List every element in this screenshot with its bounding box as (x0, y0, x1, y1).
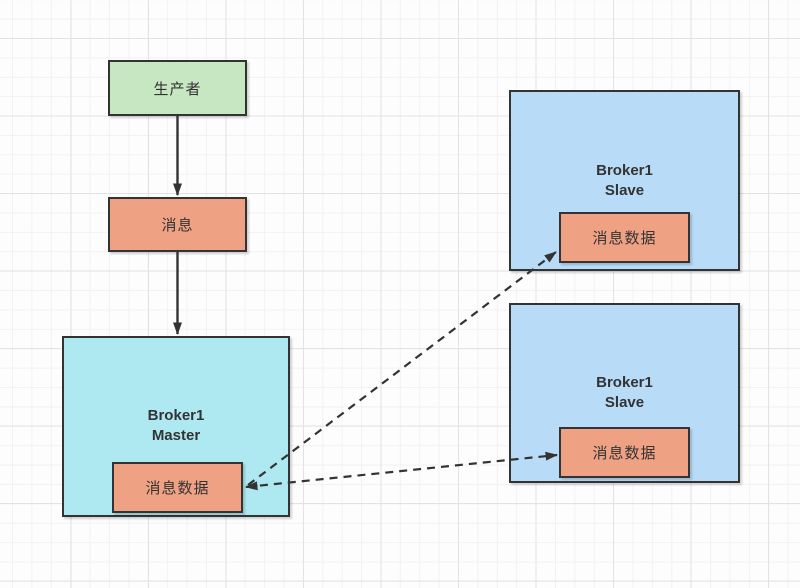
broker1-master-title-line1: Broker1 (147, 407, 205, 424)
broker1-master-data-node[interactable]: 消息数据 (112, 462, 243, 513)
broker1-slave1-data-node[interactable]: 消息数据 (559, 212, 690, 263)
broker1-slave2-node[interactable]: Broker1 Slave 消息数据 (509, 303, 740, 483)
producer-node[interactable]: 生产者 (108, 60, 247, 116)
broker1-slave2-data-node[interactable]: 消息数据 (559, 427, 690, 478)
broker1-master-data-label: 消息数据 (145, 480, 210, 497)
broker1-slave2-title-line2: Slave (604, 394, 645, 411)
broker1-slave1-node[interactable]: Broker1 Slave 消息数据 (509, 90, 740, 271)
broker1-slave1-title-line1: Broker1 (596, 162, 653, 179)
producer-label: 生产者 (153, 80, 202, 98)
broker1-slave1-title: Broker1 Slave (511, 161, 738, 201)
broker1-slave1-data-label: 消息数据 (592, 230, 657, 247)
message-label: 消息 (161, 217, 194, 234)
broker1-master-title-line2: Master (151, 427, 201, 444)
broker1-slave2-title: Broker1 Slave (511, 373, 738, 413)
broker1-master-title: Broker1 Master (64, 406, 288, 446)
message-node[interactable]: 消息 (108, 197, 247, 252)
broker1-master-node[interactable]: Broker1 Master 消息数据 (62, 336, 290, 517)
broker1-slave2-title-line1: Broker1 (596, 374, 653, 391)
broker1-slave1-title-line2: Slave (604, 182, 645, 199)
broker1-slave2-data-label: 消息数据 (592, 445, 657, 462)
